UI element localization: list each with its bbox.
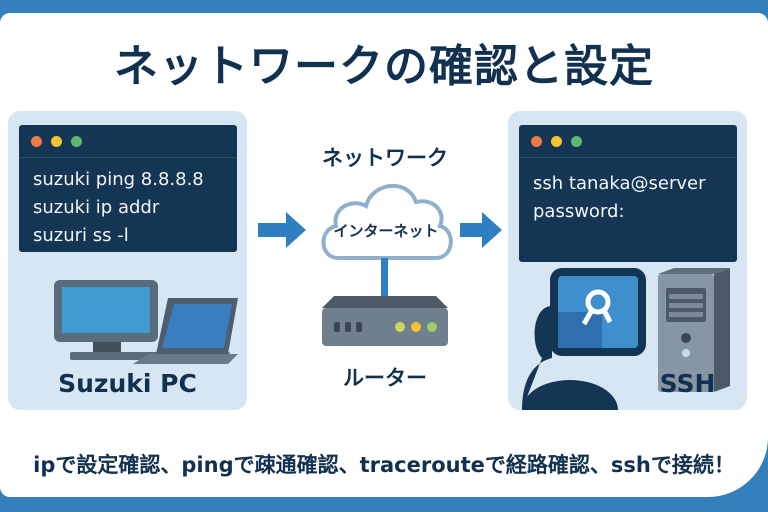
terminal-titlebar <box>19 125 237 158</box>
internet-label: インターネット <box>333 222 439 240</box>
network-label: ネットワーク <box>322 146 448 170</box>
summary-caption: ipで設定確認、pingで疎通確認、tracerouteで経路確認、sshで接続… <box>33 453 735 477</box>
terminal-window: ssh tanaka@server password: <box>519 125 737 262</box>
arrow-right-icon <box>258 212 306 248</box>
arrow-right-icon <box>460 212 502 248</box>
minimize-dot-icon <box>551 136 562 147</box>
pc-label: Suzuki PC <box>58 369 197 398</box>
maximize-dot-icon <box>71 136 82 147</box>
terminal-line: password: <box>533 201 625 222</box>
terminal-line: ssh tanaka@server <box>533 173 706 194</box>
cloud-icon <box>321 184 453 260</box>
server-tower-icon <box>658 268 730 392</box>
suzuki-pc-panel: suzuki ping 8.8.8.8 suzuki ip addr suzur… <box>8 111 247 410</box>
terminal-window: suzuki ping 8.8.8.8 suzuki ip addr suzur… <box>19 125 237 252</box>
ssh-label: SSH <box>659 369 716 398</box>
router-icon <box>322 258 448 346</box>
maximize-dot-icon <box>571 136 582 147</box>
user-with-monitor-icon <box>522 268 646 410</box>
minimize-dot-icon <box>51 136 62 147</box>
router-label: ルーター <box>343 366 427 390</box>
terminal-line: suzuki ip addr <box>33 197 160 218</box>
close-dot-icon <box>531 136 542 147</box>
page-title: ネットワークの確認と設定 <box>114 41 654 92</box>
close-dot-icon <box>31 136 42 147</box>
computer-laptop-icon <box>54 280 238 364</box>
terminal-line: suzuki ping 8.8.8.8 <box>33 169 204 190</box>
terminal-line: suzuri ss -l <box>33 225 129 246</box>
terminal-titlebar <box>519 125 737 158</box>
ssh-panel: ssh tanaka@server password: SSH <box>508 111 747 410</box>
